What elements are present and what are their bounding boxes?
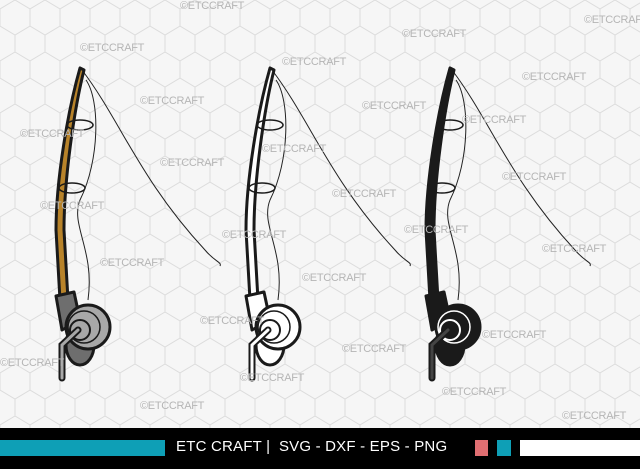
line-loop: [77, 79, 97, 301]
hexagon-wood-background: [0, 0, 640, 428]
fishing-line: [271, 69, 411, 267]
line-loop: [447, 79, 467, 301]
footer-cyan-stripe: [0, 440, 165, 456]
rod-guide: [256, 119, 284, 131]
footer-cyan-square: [497, 440, 511, 456]
fishing-rod-silhouette: [424, 66, 591, 382]
footer-formats: SVG - DXF - EPS - PNG: [278, 438, 448, 455]
line-loop: [267, 79, 287, 301]
rod-guide: [66, 119, 94, 131]
footer-separator: |: [266, 438, 271, 455]
footer-brand: ETC CRAFT: [176, 438, 262, 455]
footer-white-stripe: [520, 440, 640, 456]
fishing-line: [81, 69, 221, 267]
rod-guide: [428, 182, 456, 194]
fishing-rod-illustrations: [54, 66, 591, 382]
footer-text: ETC CRAFT | SVG - DXF - EPS - PNG: [176, 438, 447, 455]
fishing-rod-color: [54, 66, 221, 382]
fishing-line: [451, 69, 591, 267]
fishing-rod-outline: [244, 66, 411, 382]
footer-pink-square: [475, 440, 488, 456]
rod-guide: [248, 182, 276, 194]
rod-guide: [58, 182, 86, 194]
rod-guide: [436, 119, 464, 131]
